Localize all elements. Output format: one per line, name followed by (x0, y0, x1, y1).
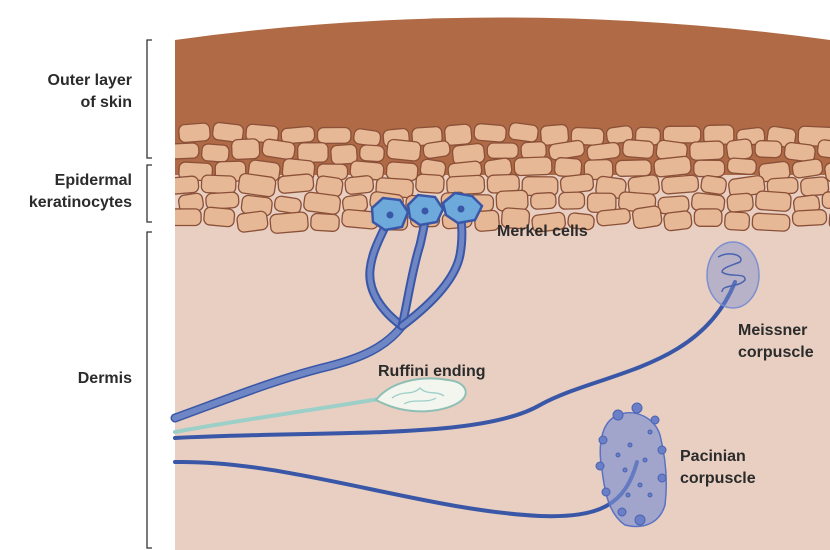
keratinocyte-cell (353, 128, 381, 147)
keratinocyte-cell (310, 213, 339, 232)
keratinocyte-cell (752, 213, 790, 231)
keratinocyte-cell (446, 175, 484, 195)
epidermal-label-line2: keratinocytes (29, 192, 132, 214)
keratinocyte-cell (755, 140, 782, 157)
keratinocyte-cell (359, 145, 384, 162)
pacinian-bubble (599, 436, 607, 444)
merkel-cells-label: Merkel cells (497, 221, 588, 243)
keratinocyte-cell (487, 143, 518, 158)
meissner-corpuscle-label: Meissner corpuscle (738, 320, 814, 364)
keratinocyte-cell (700, 175, 727, 195)
dermis-bracket (147, 232, 152, 548)
keratinocyte-cell (508, 122, 539, 143)
keratinocyte-cell (663, 210, 692, 231)
keratinocyte-cell (530, 192, 556, 209)
dermis-label: Dermis (78, 368, 132, 390)
pacinian-bubble (628, 443, 632, 447)
keratinocyte-cell (201, 175, 236, 194)
keratinocyte-cell (415, 174, 444, 194)
pacinian-bubble (643, 458, 647, 462)
keratinocyte-cell (167, 143, 199, 160)
outer-layer-bracket (147, 40, 152, 158)
pacinian-bubble (613, 410, 623, 420)
ruffini-ending-label: Ruffini ending (378, 361, 486, 383)
keratinocyte-cell (822, 192, 830, 209)
outer-layer-label-line2: of skin (48, 92, 132, 114)
keratinocyte-cell (727, 193, 754, 213)
keratinocyte-cell (653, 156, 691, 178)
pacinian-bubble (651, 416, 659, 424)
pacinian-bubble (596, 462, 604, 470)
epidermal-label-line1: Epidermal (29, 170, 132, 192)
epidermal-bracket (147, 165, 152, 222)
keratinocyte-cell (694, 160, 725, 176)
keratinocyte-cell (727, 158, 757, 175)
keratinocyte-cell (203, 207, 235, 227)
keratinocyte-cell (586, 142, 620, 161)
keratinocyte-cell (726, 138, 754, 161)
epidermal-label: Epidermal keratinocytes (29, 170, 132, 214)
keratinocyte-cell (278, 174, 315, 194)
pacinian-corpuscle-label: Pacinian corpuscle (680, 446, 756, 490)
keratinocyte-cell (560, 173, 594, 193)
pacinian-bubble (638, 483, 642, 487)
keratinocyte-cell (317, 127, 350, 143)
keratinocyte-cell (694, 209, 722, 226)
keratinocyte-cell (514, 157, 552, 176)
outer-layer-label: Outer layer of skin (48, 70, 132, 114)
pacinian-bubble (648, 493, 652, 497)
keratinocyte-cell (344, 175, 374, 195)
pacinian-bubble (658, 446, 666, 454)
pacinian-bubble (616, 453, 620, 457)
keratinocyte-cell (231, 139, 260, 160)
keratinocyte-cell (166, 176, 199, 195)
keratinocyte-cell (270, 212, 309, 234)
pacinian-bubble (648, 430, 652, 434)
keratinocyte-cell (690, 141, 725, 161)
keratinocyte-cell (622, 139, 654, 159)
keratinocyte-cell (444, 124, 472, 146)
keratinocyte-cell (559, 192, 585, 209)
pacinian-bubble (635, 515, 645, 525)
keratinocyte-cell (724, 212, 749, 231)
dermis-label-text: Dermis (78, 370, 132, 387)
pacinian-bubble (658, 474, 666, 482)
keratinocyte-cell (615, 160, 651, 177)
keratinocyte-cell (632, 205, 663, 229)
pacinian-bubble (632, 403, 642, 413)
keratinocyte-cell (178, 123, 210, 143)
layer-brackets (147, 40, 152, 548)
keratinocyte-cell (755, 191, 791, 212)
keratinocyte-cell (474, 123, 507, 142)
meissner-corpuscle (707, 242, 759, 308)
pacinian-bubble (602, 488, 610, 496)
pacinian-bubble (623, 468, 627, 472)
keratinocyte-cell (201, 144, 229, 163)
keratinocyte-cell (792, 209, 827, 226)
keratinocyte-cell (167, 209, 201, 226)
pacinian-bubble (618, 508, 626, 516)
keratinocyte-cell (303, 192, 341, 215)
keratinocyte-cell (386, 139, 421, 162)
keratinocyte-cell (596, 208, 631, 226)
pacinian-bubble (626, 493, 630, 497)
outer-layer-label-line1: Outer layer (48, 70, 132, 92)
keratinocyte-cell (238, 173, 277, 198)
keratinocyte-cell (236, 211, 268, 233)
keratinocyte-cell (661, 175, 699, 195)
keratinocyte-cell (422, 140, 450, 159)
